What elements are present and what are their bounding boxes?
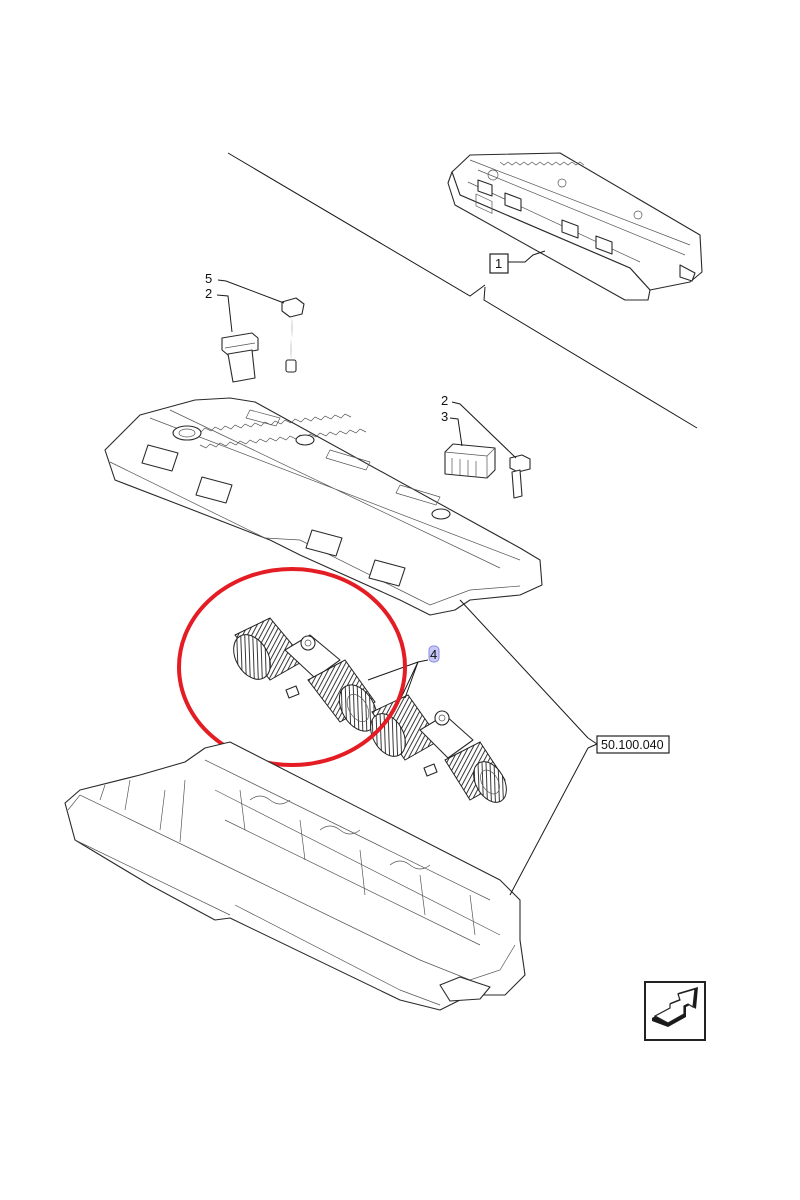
callout-5-label: 5 bbox=[205, 271, 212, 286]
callout-1[interactable]: 1 bbox=[489, 250, 546, 274]
blower-assembly-lower[interactable] bbox=[364, 694, 514, 808]
blower-assembly-upper[interactable] bbox=[226, 617, 384, 738]
reference-box-50-100-040[interactable]: 50.100.040 bbox=[596, 735, 670, 754]
sensor-part-5[interactable] bbox=[281, 297, 305, 373]
callout-4-label: 4 bbox=[430, 647, 437, 662]
control-module-part-3[interactable] bbox=[444, 443, 496, 479]
callout-1-label: 1 bbox=[495, 256, 502, 271]
reference-label: 50.100.040 bbox=[601, 738, 664, 752]
callout-2-right[interactable]: 2 bbox=[441, 393, 517, 459]
callout-2-left-label: 2 bbox=[205, 286, 212, 301]
callout-2-right-label: 2 bbox=[441, 393, 448, 408]
top-housing-part-1[interactable] bbox=[447, 152, 703, 301]
sensor-part-2-right[interactable] bbox=[509, 454, 531, 499]
callout-5[interactable]: 5 bbox=[205, 271, 285, 304]
actuator-part-2-left[interactable] bbox=[221, 332, 259, 383]
callout-3-label: 3 bbox=[441, 409, 448, 424]
next-page-arrow-icon[interactable] bbox=[644, 981, 706, 1041]
callout-3[interactable]: 3 bbox=[441, 409, 463, 447]
bottom-housing[interactable] bbox=[64, 741, 526, 1011]
callout-4[interactable]: 4 bbox=[367, 645, 440, 701]
callout-2-left[interactable]: 2 bbox=[205, 286, 233, 333]
middle-housing[interactable] bbox=[104, 397, 543, 616]
assembly-boundary-lines bbox=[227, 152, 698, 429]
highlight-ring bbox=[177, 567, 407, 767]
